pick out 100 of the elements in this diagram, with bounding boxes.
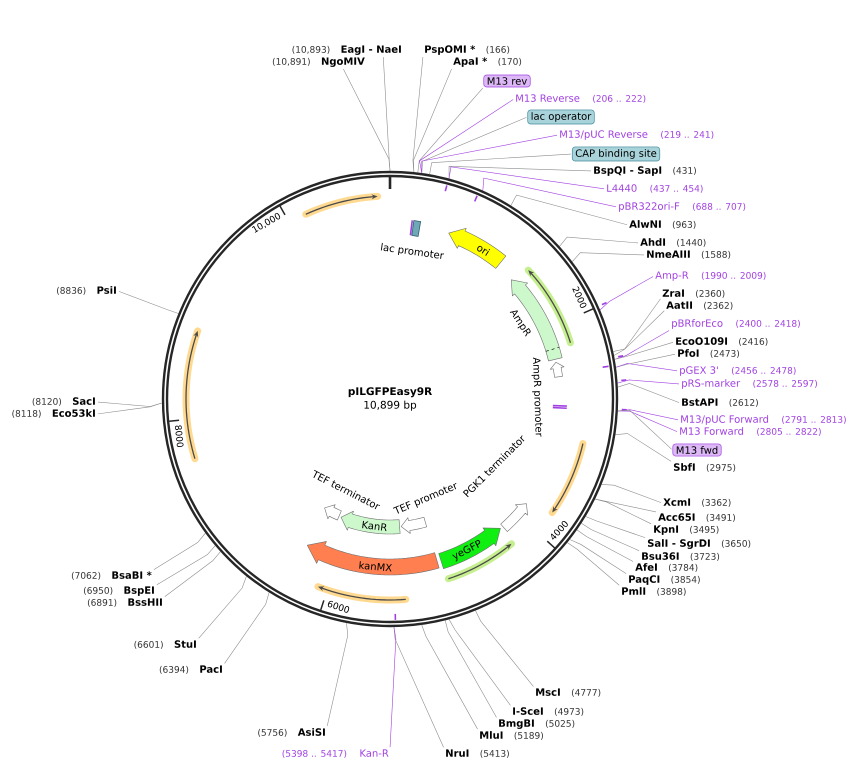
enzyme-label: AatII xyxy=(666,301,692,309)
enzyme-label: XcmI xyxy=(663,498,690,506)
site-position: (8118) xyxy=(12,410,41,418)
leader-line xyxy=(616,363,678,372)
site-position: (7062) xyxy=(72,572,100,580)
site-position: (2416) xyxy=(739,338,768,346)
site-position: (3650) xyxy=(722,540,750,548)
enzyme-label: BstAPI xyxy=(682,398,718,406)
enzyme-label: SalI - SgrDI xyxy=(648,539,710,549)
site-position: (2360) xyxy=(696,290,724,298)
enzyme-label: Bsu36I xyxy=(642,552,679,560)
feature-block: kanMX xyxy=(306,541,440,576)
leader-line xyxy=(154,532,206,570)
primer-range: (2791 .. 2813) xyxy=(782,416,846,424)
site-position: (431) xyxy=(673,166,696,175)
leader-line xyxy=(618,410,678,432)
leader-line xyxy=(614,310,665,356)
enzyme-label: I-SceI xyxy=(513,707,543,715)
leader-line xyxy=(413,68,452,172)
leader-line xyxy=(326,622,348,726)
site-position: (3495) xyxy=(690,526,718,534)
leader-line xyxy=(421,624,478,730)
leader-line xyxy=(617,380,680,384)
leader-line xyxy=(600,276,654,310)
enzyme-label: PsiI xyxy=(97,286,116,294)
leader-line xyxy=(614,330,670,360)
enzyme-label: BmgBI xyxy=(499,719,534,729)
site-position: (5025) xyxy=(546,720,574,728)
site-position: (3491) xyxy=(706,514,735,522)
primer-range: (2400 .. 2418) xyxy=(736,320,800,328)
feature-block: ori xyxy=(448,228,506,269)
leader-line xyxy=(448,166,592,179)
leader-line xyxy=(198,576,247,639)
leader-line xyxy=(576,530,634,562)
leader-line xyxy=(419,99,514,174)
site-position: (3723) xyxy=(690,552,720,561)
enzyme-label: PaqCI xyxy=(629,575,660,585)
enzyme-label: PmlI xyxy=(622,587,646,595)
leader-line xyxy=(601,484,662,503)
enzyme-label: PacI xyxy=(200,665,222,673)
leader-line xyxy=(118,291,179,314)
site-position: (8836) xyxy=(57,286,86,295)
leader-line xyxy=(614,342,674,360)
leader-line xyxy=(164,551,221,597)
enzyme-label: BsaBI * xyxy=(112,571,152,579)
leader-line xyxy=(448,619,511,706)
site-position: (4973) xyxy=(554,708,584,716)
primer-label: L4440 xyxy=(607,184,637,192)
leader-line xyxy=(444,620,497,718)
site-position: (6394) xyxy=(160,666,188,674)
enzyme-label: BssHII xyxy=(128,598,162,606)
feature-label: AmpR promoter xyxy=(532,357,542,437)
site-position: (2473) xyxy=(710,350,740,358)
feature-tag: CAP binding site xyxy=(572,146,660,162)
leader-line xyxy=(618,383,680,403)
feature-tag: lac operator xyxy=(527,110,595,124)
primer-label: pRS-marker xyxy=(682,379,740,389)
leader-line xyxy=(581,522,640,551)
enzyme-label: NgoMIV xyxy=(322,57,365,67)
primer-label: M13/pUC Reverse xyxy=(560,130,648,140)
enzyme-label: EcoO109I xyxy=(676,337,728,345)
enzyme-label: Eco53kI xyxy=(52,409,95,417)
leader-line xyxy=(382,56,390,172)
leader-line xyxy=(616,354,676,368)
site-position: (5413) xyxy=(480,750,509,758)
enzyme-label: SacI xyxy=(72,397,95,405)
primer-range: (219 .. 241) xyxy=(661,130,714,139)
feature-tag: M13 rev xyxy=(483,74,531,88)
site-position: (6891) xyxy=(88,598,116,607)
tick-label: 6000 xyxy=(328,600,350,613)
enzyme-label: EagI - NaeI xyxy=(342,45,401,55)
site-position: (170) xyxy=(498,58,522,66)
enzyme-label: Acc65I xyxy=(658,513,695,521)
enzyme-label: NruI xyxy=(446,749,468,757)
site-position: (10,891) xyxy=(272,58,310,66)
enzyme-label: PspOMI * xyxy=(425,45,476,55)
enzyme-label: AhdI xyxy=(640,238,666,246)
leader-line xyxy=(475,610,534,687)
site-position: (6601) xyxy=(134,640,163,649)
leader-line xyxy=(343,68,390,172)
enzyme-label: AsiSI xyxy=(298,728,325,736)
site-position: (2975) xyxy=(706,464,736,472)
leader-line xyxy=(98,402,162,407)
leader-line xyxy=(390,626,396,748)
leader-line xyxy=(618,410,672,450)
site-position: (5189) xyxy=(514,732,543,740)
leader-line xyxy=(594,498,652,524)
enzyme-label: StuI xyxy=(174,640,196,648)
primer-range: (688 .. 707) xyxy=(692,202,746,211)
primer-label: M13/pUC Forward xyxy=(681,415,768,425)
site-position: (3362) xyxy=(702,498,731,507)
enzyme-label: AlwNI xyxy=(629,220,661,228)
site-position: (8120) xyxy=(32,398,62,406)
enzyme-label: BspEI xyxy=(124,586,154,596)
site-position: (3784) xyxy=(668,564,698,572)
leader-line xyxy=(421,134,558,174)
enzyme-label: MluI xyxy=(480,731,503,739)
primer-label: pBR322ori-F xyxy=(619,202,680,212)
site-position: (6950) xyxy=(84,586,112,595)
site-position: (166) xyxy=(486,46,510,54)
